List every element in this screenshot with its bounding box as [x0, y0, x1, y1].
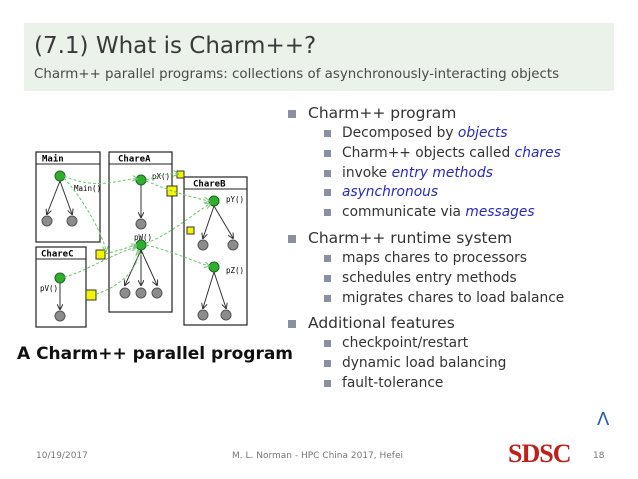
bullet-square-icon	[288, 234, 296, 243]
node-a-gray-3	[151, 287, 163, 299]
bullet-square-icon	[324, 274, 331, 282]
bullet-square-icon	[324, 254, 331, 262]
chare-c-label: ChareC	[41, 250, 74, 260]
bullet-square-icon	[288, 110, 296, 118]
node-a-gray-1	[119, 287, 131, 299]
sub-bullet: Charm++ objects called chares	[286, 144, 616, 164]
method-pv: pV()	[40, 284, 58, 293]
nav-up-caret-icon[interactable]: Λ	[597, 409, 610, 430]
sub-bullet: maps chares to processors	[286, 249, 616, 269]
node-main-green	[54, 170, 66, 182]
chare-a-label: ChareA	[118, 155, 151, 165]
chare-a: ChareA pX() pW()	[108, 151, 173, 313]
bullet-square-icon	[324, 360, 331, 368]
node-b-gray-4	[220, 309, 232, 321]
sub-bullet: invoke entry methods	[286, 164, 616, 184]
method-pz: pZ()	[226, 266, 244, 275]
sub-bullet: communicate via messages	[286, 203, 616, 223]
bullet-charm-program: Charm++ program	[286, 103, 616, 124]
sub-bullet: schedules entry methods	[286, 269, 616, 289]
message-box-2	[85, 289, 97, 301]
message-arrows	[63, 174, 210, 295]
node-a-gray-mid	[135, 218, 147, 230]
node-a-gray-2	[135, 287, 147, 299]
footer-date: 10/19/2017	[36, 451, 88, 461]
bullet-list: Charm++ program Decomposed by objects Ch…	[286, 103, 616, 394]
node-a-green-top	[135, 174, 147, 186]
method-main: Main()	[74, 184, 101, 193]
node-c-green	[54, 272, 66, 284]
sub-bullet: Decomposed by objects	[286, 124, 616, 144]
chare-b: ChareB pY() pZ()	[183, 176, 248, 326]
node-b-gray-2	[227, 239, 239, 251]
sub-bullet: asynchronous	[286, 183, 616, 203]
node-b-green-top	[208, 195, 220, 207]
chare-main-label: Main	[42, 154, 64, 165]
sub-bullet: migrates chares to load balance	[286, 289, 616, 309]
chare-main: Main Main()	[35, 151, 101, 243]
sub-bullet: fault-tolerance	[286, 374, 616, 394]
bullet-square-icon	[288, 320, 296, 329]
method-pw: pW()	[134, 233, 152, 242]
bullet-square-icon	[324, 209, 331, 217]
node-main-gray-2	[66, 215, 78, 227]
charm-diagram: Main Main() ChareA pX() pW() ChareB pY()	[35, 151, 248, 328]
chare-c: ChareC pV()	[35, 246, 87, 328]
bullet-additional-features: Additional features	[286, 313, 616, 334]
node-b-green-mid	[208, 261, 220, 273]
title-banner: (7.1) What is Charm++? Charm++ parallel …	[24, 23, 614, 91]
page-number: 18	[593, 451, 605, 461]
method-px: pX()	[152, 172, 170, 181]
bullet-square-icon	[324, 149, 331, 157]
slide-title: (7.1) What is Charm++?	[34, 33, 317, 59]
sdsc-logo: SDSC	[508, 439, 571, 468]
bullet-square-icon	[324, 294, 331, 302]
slide-subtitle: Charm++ parallel programs: collections o…	[34, 67, 560, 82]
bullet-square-icon	[324, 340, 331, 348]
bullet-square-icon	[324, 379, 331, 387]
node-c-gray	[54, 310, 66, 322]
bullet-runtime-system: Charm++ runtime system	[286, 228, 616, 249]
sub-bullet: checkpoint/restart	[286, 334, 616, 354]
node-b-gray-1	[197, 239, 209, 251]
node-main-gray-1	[41, 215, 53, 227]
bullet-square-icon	[324, 169, 331, 177]
footer-presenter: M. L. Norman - HPC China 2017, Hefei	[232, 451, 404, 461]
message-box-5	[186, 226, 195, 235]
message-box-1	[95, 249, 106, 260]
message-box-4	[176, 170, 185, 179]
diagram-caption: A Charm++ parallel program	[17, 344, 294, 364]
sub-bullet: dynamic load balancing	[286, 354, 616, 374]
bullet-square-icon	[324, 130, 331, 137]
node-b-gray-3	[197, 309, 209, 321]
method-py: pY()	[226, 195, 244, 204]
bullet-square-icon	[324, 189, 331, 197]
chare-b-label: ChareB	[193, 180, 226, 190]
